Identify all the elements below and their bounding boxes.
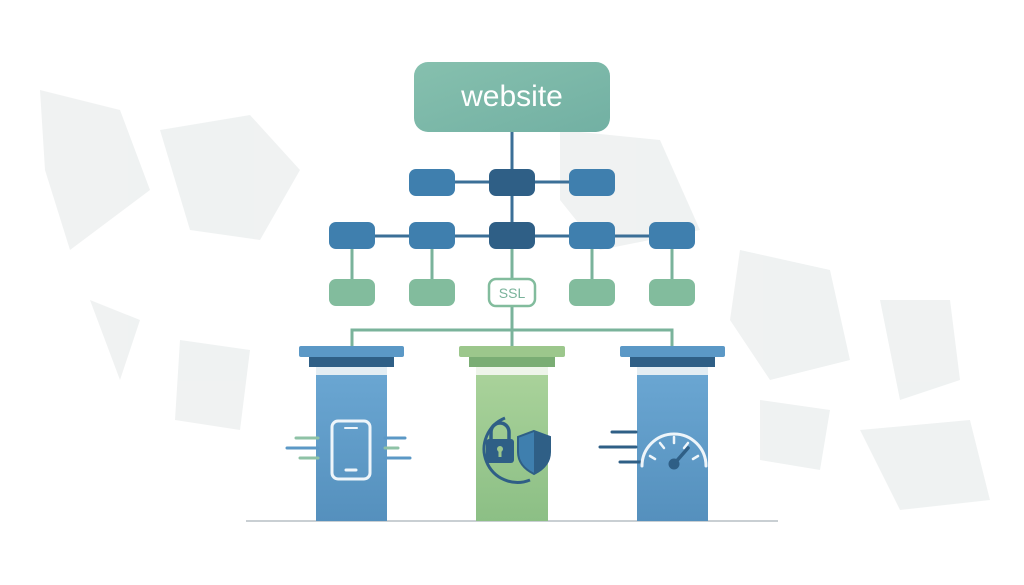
tree-node <box>569 169 615 196</box>
leaf-node <box>649 279 695 306</box>
ssl-node: SSL <box>487 277 537 308</box>
tree-node <box>409 222 455 249</box>
connector <box>350 328 674 350</box>
bg-shape <box>175 340 250 430</box>
level-3-nodes <box>329 222 695 249</box>
tree-node <box>409 169 455 196</box>
bg-shape <box>730 250 850 380</box>
tree-node <box>649 222 695 249</box>
mobile-phone-icon <box>330 419 372 481</box>
leaf-node <box>329 279 375 306</box>
speed-lines <box>598 430 642 464</box>
bg-shape <box>880 300 960 400</box>
root-node: website <box>414 62 610 132</box>
bg-shape <box>560 130 700 250</box>
pillar-mobile <box>285 346 412 521</box>
tree-node <box>329 222 375 249</box>
bg-shape <box>90 300 140 380</box>
tree-node-center <box>489 222 535 249</box>
tree-node <box>569 222 615 249</box>
bg-shape <box>40 90 150 250</box>
bg-shape <box>760 400 830 470</box>
pillar-security <box>459 346 565 521</box>
tree-node-center <box>489 169 535 196</box>
level-2-nodes <box>409 169 615 196</box>
motion-lines-left <box>285 436 320 460</box>
root-label: website <box>460 80 563 113</box>
speedometer-icon <box>640 432 708 470</box>
padlock-shield-icon <box>482 416 551 484</box>
bg-shape <box>160 115 300 240</box>
motion-lines-right <box>383 436 412 460</box>
pillar-speed <box>598 346 725 521</box>
ssl-label: SSL <box>499 285 526 301</box>
leaf-nodes: SSL <box>329 277 695 308</box>
bg-shape <box>860 420 990 510</box>
leaf-node <box>569 279 615 306</box>
leaf-node <box>409 279 455 306</box>
background-shapes <box>40 90 990 510</box>
